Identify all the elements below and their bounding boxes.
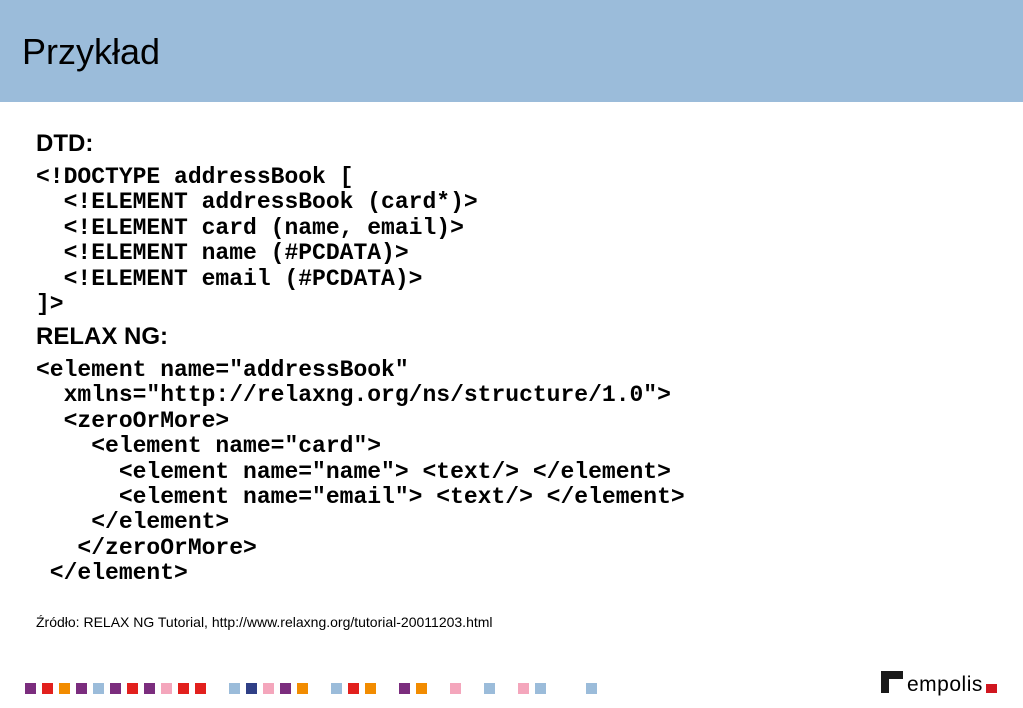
- relaxng-code-line: </zeroOrMore>: [36, 534, 257, 561]
- empolis-logo-mark-icon: [881, 671, 903, 693]
- source-citation: Źródło: RELAX NG Tutorial, http://www.re…: [36, 614, 493, 630]
- footer-square: [297, 683, 308, 694]
- footer-square: [586, 683, 597, 694]
- dtd-code-line: <!ELEMENT email (#PCDATA)>: [36, 265, 423, 292]
- footer-square: [518, 683, 529, 694]
- dtd-code-line: <!ELEMENT addressBook (card*)>: [36, 189, 478, 216]
- footer-square: [93, 683, 104, 694]
- footer-square: [144, 683, 155, 694]
- slide-title: Przykład: [22, 31, 161, 72]
- dtd-code-line: ]>: [36, 291, 64, 318]
- footer-square: [25, 683, 36, 694]
- relaxng-code-line: <element name="addressBook": [36, 357, 409, 383]
- dtd-code-block: <!DOCTYPE addressBook [ <!ELEMENT addres…: [36, 164, 478, 318]
- relaxng-code-line: <element name="name"> <text/> </element>: [36, 458, 671, 485]
- dtd-code-line: <!ELEMENT name (#PCDATA)>: [36, 240, 409, 267]
- relaxng-code-line: </element>: [36, 509, 230, 536]
- relaxng-code-line: <element name="email"> <text/> </element…: [36, 484, 685, 511]
- dtd-heading: DTD:: [36, 130, 94, 157]
- footer-square: [76, 683, 87, 694]
- footer-square: [416, 683, 427, 694]
- footer-square: [280, 683, 291, 694]
- footer-square: [484, 683, 495, 694]
- relaxng-code-line: xmlns="http://relaxng.org/ns/structure/1…: [36, 382, 671, 409]
- footer-square: [195, 683, 206, 694]
- footer-square: [59, 683, 70, 694]
- footer-square: [110, 683, 121, 694]
- footer-square: [42, 683, 53, 694]
- relaxng-heading: RELAX NG:: [36, 323, 168, 350]
- dtd-code-line: <!DOCTYPE addressBook [: [36, 164, 354, 190]
- footer-square: [365, 683, 376, 694]
- footer-square: [450, 683, 461, 694]
- footer-square: [263, 683, 274, 694]
- footer-square: [348, 683, 359, 694]
- footer-square: [127, 683, 138, 694]
- relaxng-code-line: <zeroOrMore>: [36, 407, 230, 434]
- relaxng-code-block: <element name="addressBook" xmlns="http:…: [36, 357, 685, 587]
- footer-square: [161, 683, 172, 694]
- dtd-code-line: <!ELEMENT card (name, email)>: [36, 214, 464, 241]
- footer-square: [178, 683, 189, 694]
- empolis-logo: empolis: [881, 671, 1001, 697]
- empolis-logo-dot-icon: [986, 684, 997, 693]
- footer-square: [399, 683, 410, 694]
- footer-square: [246, 683, 257, 694]
- empolis-logo-text: empolis: [907, 673, 983, 696]
- footer-square: [535, 683, 546, 694]
- footer-square: [331, 683, 342, 694]
- slide-header-band: Przykład: [0, 0, 1023, 102]
- relaxng-code-line: </element>: [36, 560, 188, 587]
- footer-square: [229, 683, 240, 694]
- relaxng-code-line: <element name="card">: [36, 433, 382, 460]
